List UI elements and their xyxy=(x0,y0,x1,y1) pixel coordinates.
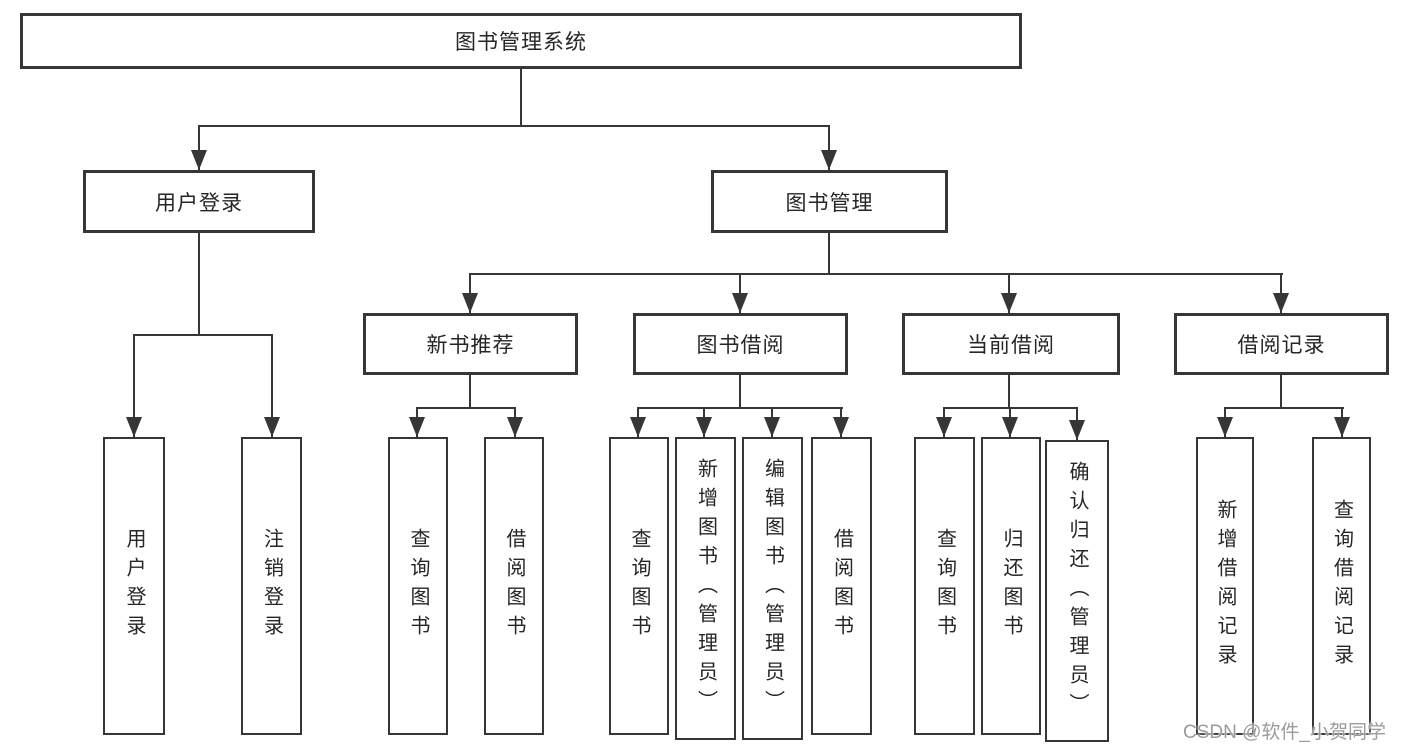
leaf-borrow-books-label: 借阅图书 xyxy=(830,528,853,644)
arrow-down-icon xyxy=(1273,274,1289,313)
node-current-borrow: 当前借阅 xyxy=(902,313,1120,375)
arrow-down-icon xyxy=(462,274,478,313)
node-borrow-records-label: 借阅记录 xyxy=(1237,334,1326,357)
arrow-down-icon xyxy=(1217,408,1233,437)
arrow-down-icon xyxy=(833,408,849,437)
leaf-confirm-return-admin: 确认归还（管理员） xyxy=(1045,440,1109,742)
arrow-down-icon xyxy=(264,335,280,437)
arrow-down-icon xyxy=(821,126,837,170)
connector-line xyxy=(133,334,273,336)
connector-line xyxy=(469,375,471,409)
leaf-borrow-books: 借阅图书 xyxy=(811,437,872,735)
connector-line xyxy=(1008,375,1010,409)
leaf-current-query-books-label: 查询图书 xyxy=(933,528,956,644)
connector-line xyxy=(469,273,1283,275)
leaf-query-borrow-record: 查询借阅记录 xyxy=(1312,437,1371,735)
leaf-add-books-admin: 新增图书（管理员） xyxy=(675,437,736,740)
leaf-return-books-label: 归还图书 xyxy=(1000,528,1022,644)
connector-line xyxy=(1280,375,1282,409)
arrow-down-icon xyxy=(732,274,748,313)
leaf-user-login: 用户登录 xyxy=(103,437,165,735)
csdn-watermark: CSDN @软件_小贺同学 xyxy=(1183,722,1386,743)
arrow-down-icon xyxy=(1001,274,1017,313)
leaf-borrow-query-books-label: 查询图书 xyxy=(628,528,650,644)
node-new-book-recommend-label: 新书推荐 xyxy=(426,334,515,357)
connector-line xyxy=(739,375,741,409)
arrow-down-icon xyxy=(696,408,712,437)
arrow-down-icon xyxy=(764,408,780,437)
leaf-add-borrow-record: 新增借阅记录 xyxy=(1196,437,1254,735)
leaf-add-books-admin-label: 新增图书（管理员） xyxy=(694,458,717,719)
node-book-borrow-label: 图书借阅 xyxy=(696,334,785,357)
node-book-management: 图书管理 xyxy=(711,170,948,233)
node-current-borrow-label: 当前借阅 xyxy=(967,334,1055,357)
leaf-logout: 注销登录 xyxy=(241,437,302,735)
connector-line xyxy=(198,233,200,336)
leaf-user-login-label: 用户登录 xyxy=(123,528,145,644)
leaf-current-query-books: 查询图书 xyxy=(914,437,975,735)
leaf-borrow-query-books: 查询图书 xyxy=(609,437,669,735)
leaf-logout-label: 注销登录 xyxy=(260,528,283,644)
leaf-edit-books-admin: 编辑图书（管理员） xyxy=(742,437,803,740)
arrow-down-icon xyxy=(507,408,523,437)
arrow-down-icon xyxy=(1069,408,1085,440)
connector-line xyxy=(416,407,516,409)
leaf-recommend-borrow-books-label: 借阅图书 xyxy=(503,528,525,644)
node-user-login: 用户登录 xyxy=(83,170,315,233)
leaf-recommend-query-books-label: 查询图书 xyxy=(407,528,429,644)
connector-line xyxy=(1224,407,1344,409)
node-book-borrow: 图书借阅 xyxy=(633,313,848,375)
leaf-edit-books-admin-label: 编辑图书（管理员） xyxy=(761,458,784,719)
connector-line xyxy=(828,233,830,275)
node-root-label: 图书管理系统 xyxy=(455,31,587,54)
arrow-down-icon xyxy=(630,408,646,437)
node-new-book-recommend: 新书推荐 xyxy=(363,313,578,375)
leaf-add-borrow-record-label: 新增借阅记录 xyxy=(1214,499,1236,673)
node-book-management-label: 图书管理 xyxy=(785,191,874,215)
connector-line xyxy=(198,125,830,127)
node-root: 图书管理系统 xyxy=(20,13,1022,69)
node-borrow-records: 借阅记录 xyxy=(1174,313,1389,375)
leaf-return-books: 归还图书 xyxy=(981,437,1041,735)
leaf-confirm-return-admin-label: 确认归还（管理员） xyxy=(1066,460,1088,722)
leaf-recommend-borrow-books: 借阅图书 xyxy=(484,437,544,735)
node-user-login-label: 用户登录 xyxy=(155,191,243,215)
connector-line xyxy=(520,69,522,126)
arrow-down-icon xyxy=(1334,408,1350,437)
leaf-query-borrow-record-label: 查询借阅记录 xyxy=(1330,499,1353,673)
arrow-down-icon xyxy=(126,335,142,437)
leaf-recommend-query-books: 查询图书 xyxy=(388,437,448,735)
connector-line xyxy=(637,407,843,409)
arrow-down-icon xyxy=(191,126,207,170)
arrow-down-icon xyxy=(936,408,952,437)
arrow-down-icon xyxy=(1002,408,1018,437)
arrow-down-icon xyxy=(409,408,425,437)
